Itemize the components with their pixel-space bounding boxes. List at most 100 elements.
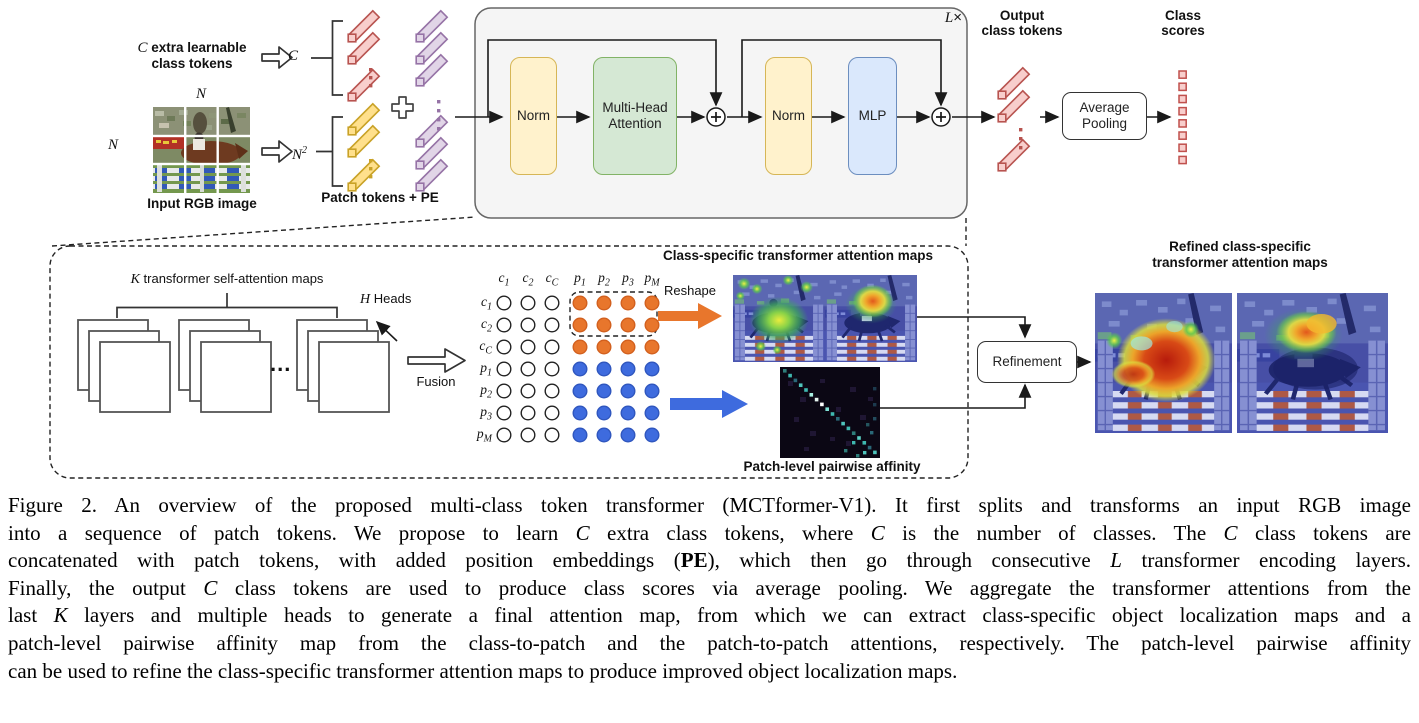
attention-cell-empty xyxy=(544,405,560,421)
token-bars-layer xyxy=(347,9,1031,192)
matrix-row-label: p1 xyxy=(480,360,492,379)
attention-cell-patch xyxy=(644,405,660,421)
token-ellipsis-dot xyxy=(369,76,373,80)
class-scores-layer xyxy=(1178,70,1187,165)
attention-cell-empty xyxy=(496,361,512,377)
class-score-cell xyxy=(1178,131,1187,140)
norm-block-1: Norm xyxy=(510,57,557,175)
n-squared-label: N2 xyxy=(292,145,308,163)
attention-cell-patch xyxy=(596,405,612,421)
caption-line: last K layers and multiple heads to gene… xyxy=(8,603,1411,628)
stack-ellipsis: ... xyxy=(270,351,292,376)
class-score-cell xyxy=(1178,82,1187,92)
input-rgb-image xyxy=(153,107,250,193)
reshape-arrow-icon xyxy=(658,303,722,329)
matrix-col-label: p1 xyxy=(574,270,586,289)
attention-cell-class xyxy=(620,339,636,355)
zoom-connector-left xyxy=(51,216,477,247)
attention-matrix-layer xyxy=(496,295,660,443)
class-tokens-label: C extra learnable class tokens xyxy=(137,40,247,71)
token-ellipsis-dot xyxy=(1019,137,1023,141)
matrix-col-label: cC xyxy=(545,270,559,289)
matrix-col-label: c2 xyxy=(522,270,534,289)
attention-cell-empty xyxy=(520,339,536,355)
class-score-cell xyxy=(1178,143,1187,153)
attention-cell-patch xyxy=(572,427,588,443)
norm-block-2: Norm xyxy=(765,57,812,175)
matrix-row-label: c2 xyxy=(481,316,492,335)
attention-cell-empty xyxy=(544,295,560,311)
caption-line: can be used to refine the class-specific… xyxy=(8,658,958,683)
fusion-label: Fusion xyxy=(416,374,456,389)
token-bar-cap xyxy=(415,77,425,87)
attention-cell-empty xyxy=(544,361,560,377)
residual-add-icons xyxy=(706,107,951,127)
token-ellipsis-dot xyxy=(369,175,373,179)
concat-plus-icon xyxy=(391,96,414,119)
attention-cell-patch xyxy=(572,361,588,377)
attention-cell-empty xyxy=(520,427,536,443)
pairwise-affinity-map xyxy=(780,367,880,458)
token-bar-cap xyxy=(347,55,357,65)
token-ellipsis-dot xyxy=(1019,146,1023,150)
class-to-patch-dashed-box xyxy=(569,291,658,337)
bracket-layer xyxy=(116,20,343,318)
matrix-row-label: p3 xyxy=(480,404,492,423)
attention-cell-class xyxy=(596,317,612,333)
matrix-row-label: p2 xyxy=(480,382,492,401)
matrix-row-label: c1 xyxy=(481,294,492,313)
encoder-wiring xyxy=(375,39,1172,409)
attention-cell-patch xyxy=(620,405,636,421)
attention-cell-empty xyxy=(496,383,512,399)
caption-line: concatenated with patch tokens, with add… xyxy=(8,548,1411,573)
attention-cell-empty xyxy=(496,295,512,311)
attention-cell-class xyxy=(572,295,588,311)
attention-cell-class xyxy=(596,339,612,355)
matrix-row-label: pM xyxy=(476,426,492,445)
hollow-arrow-layer xyxy=(261,46,466,373)
token-ellipsis-dot xyxy=(369,167,373,171)
token-ellipsis-dot xyxy=(437,118,441,122)
attention-cell-patch xyxy=(596,383,612,399)
token-ellipsis-dot xyxy=(369,84,373,88)
matrix-col-label: p2 xyxy=(598,270,610,289)
figure-caption: Figure 2. An overview of the proposed mu… xyxy=(8,492,1411,685)
k-maps-bracket xyxy=(116,306,338,318)
class-score-cell xyxy=(1178,119,1187,128)
attention-cell-empty xyxy=(520,405,536,421)
fusion-arrow-icon xyxy=(407,348,466,373)
token-bar-cap xyxy=(415,33,425,43)
token-bar-cap xyxy=(415,182,425,192)
affinity-arrow-icon xyxy=(670,390,748,418)
h-heads-arrow xyxy=(375,320,398,342)
caption-line: Finally, the output C class tokens are u… xyxy=(8,575,1412,600)
token-bar-cap xyxy=(347,182,357,192)
attention-cell-empty xyxy=(520,317,536,333)
n-top-label: N xyxy=(195,86,206,102)
caption-line: Figure 2. An overview of the proposed mu… xyxy=(8,493,1411,517)
c-brace-label: C xyxy=(288,48,299,64)
attention-cell-empty xyxy=(496,317,512,333)
attention-cell-patch xyxy=(596,427,612,443)
colored-arrow-layer xyxy=(658,303,748,418)
dashed-region-layer xyxy=(49,216,969,479)
token-ellipsis-dot xyxy=(437,100,441,104)
token-bar-cap xyxy=(347,33,357,43)
attention-cell-empty xyxy=(496,405,512,421)
caption-line: into a sequence of patch tokens. We prop… xyxy=(8,520,1411,545)
token-bar-cap xyxy=(415,160,425,170)
token-ellipsis-dot xyxy=(437,127,441,131)
token-bar-cap xyxy=(347,126,357,136)
attention-cell-patch xyxy=(620,361,636,377)
affinity-title: Patch-level pairwise affinity xyxy=(743,459,921,474)
attention-cell-empty xyxy=(520,361,536,377)
attention-cell-class xyxy=(644,317,660,333)
attention-cell-class xyxy=(572,339,588,355)
token-ellipsis-dot xyxy=(369,68,373,72)
n-left-label: N xyxy=(108,137,119,153)
token-ellipsis-dot xyxy=(437,109,441,113)
